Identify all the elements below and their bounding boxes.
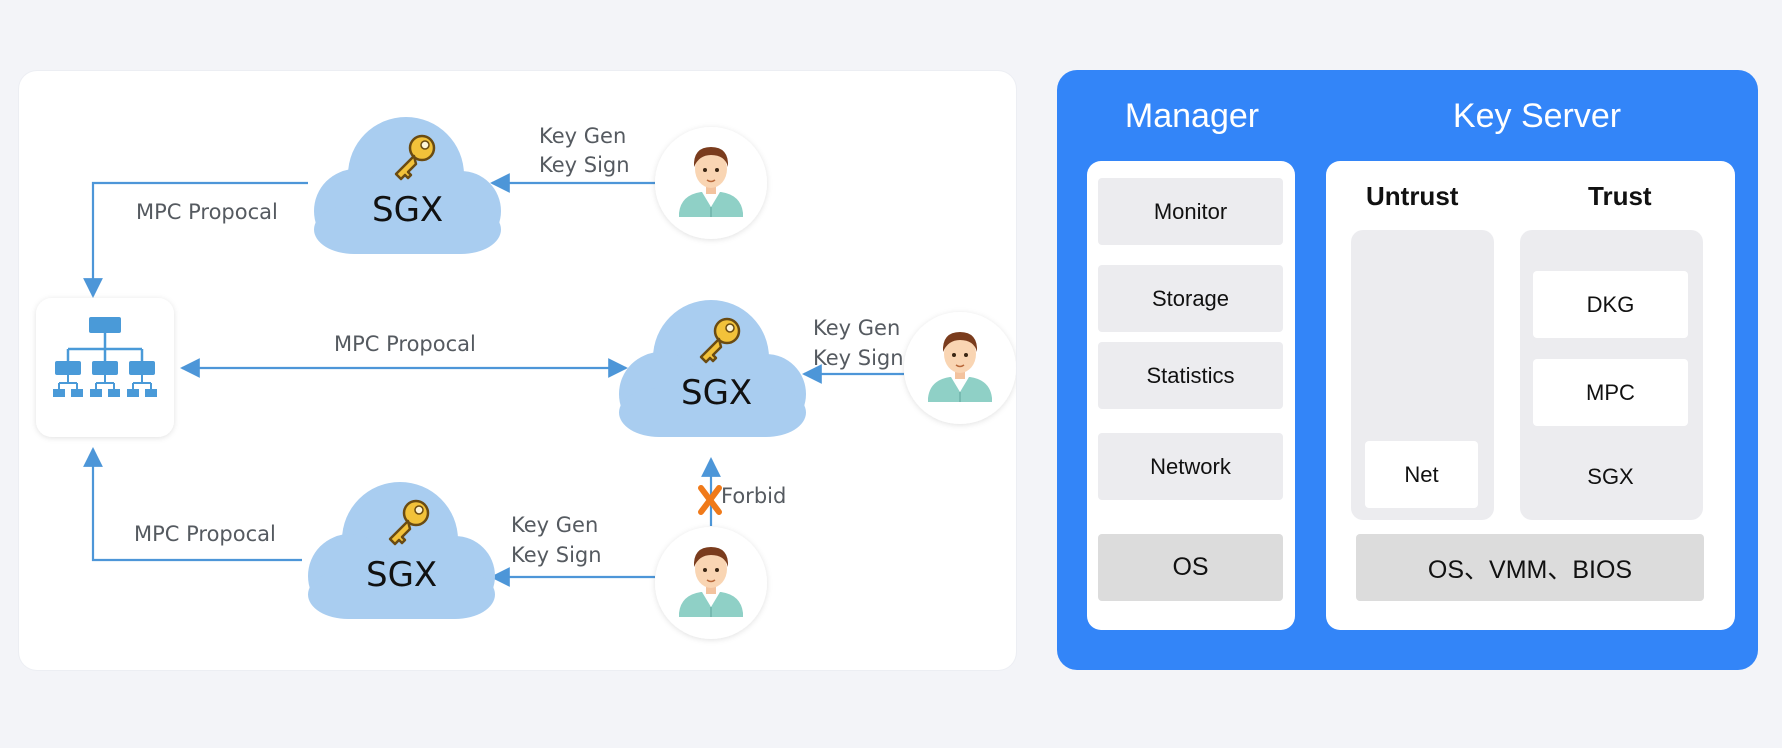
key-server-title: Key Server — [1452, 97, 1622, 135]
network-node[interactable] — [36, 298, 174, 437]
trust-title: Trust — [1588, 181, 1652, 211]
storage-module[interactable]: Storage — [1098, 265, 1283, 332]
middle-mpc-label: MPC Propocal — [334, 332, 476, 356]
forbid-cross-icon — [698, 485, 722, 515]
top-key-sign-label: Key Sign — [539, 153, 630, 177]
sgx-cloud-bottom[interactable] — [308, 482, 495, 619]
statistics-module[interactable]: Statistics — [1098, 342, 1283, 409]
untrust-title: Untrust — [1366, 181, 1459, 211]
manager-os-layer[interactable]: OS — [1098, 534, 1283, 601]
key-server-card: Untrust Trust Net DKG MPC SGX OS、VMM、BIO… — [1326, 161, 1735, 630]
bottom-mpc-line — [83, 447, 302, 562]
bottom-key-gen-label: Key Gen — [511, 513, 599, 537]
net-module[interactable]: Net — [1365, 441, 1478, 508]
untrust-zone: Net — [1351, 230, 1494, 520]
key-server-base-layer[interactable]: OS、VMM、BIOS — [1356, 534, 1704, 601]
dkg-module[interactable]: DKG — [1533, 271, 1688, 338]
middle-key-sign-label: Key Sign — [813, 346, 904, 370]
bottom-mpc-label: MPC Propocal — [134, 522, 276, 546]
trust-zone: DKG MPC SGX — [1520, 230, 1703, 520]
manager-card: Monitor Storage Statistics Network OS — [1087, 161, 1295, 630]
user-avatar-icon[interactable] — [655, 127, 767, 239]
top-mpc-label: MPC Propocal — [136, 200, 278, 224]
user-avatar-icon[interactable] — [904, 312, 1016, 424]
top-key-gen-label: Key Gen — [539, 124, 627, 148]
top-mpc-line — [83, 181, 308, 298]
manager-title: Manager — [1124, 97, 1260, 135]
user-avatar-icon[interactable] — [655, 527, 767, 639]
sgx-cloud-top[interactable] — [314, 117, 501, 254]
sgx-label-middle: SGX — [681, 373, 753, 413]
bottom-key-sign-label: Key Sign — [511, 543, 602, 567]
architecture-diagram-panel: SGX SGX SGX MPC Propocal MPC Propocal MP… — [19, 71, 1016, 670]
forbid-label: Forbid — [721, 484, 787, 508]
network-module[interactable]: Network — [1098, 433, 1283, 500]
sgx-module[interactable]: SGX — [1587, 464, 1634, 489]
mpc-module[interactable]: MPC — [1533, 359, 1688, 426]
network-hierarchy-icon — [53, 317, 157, 397]
diagram-canvas — [36, 117, 1016, 670]
sgx-label-top: SGX — [372, 190, 444, 230]
monitor-module[interactable]: Monitor — [1098, 178, 1283, 245]
sgx-cloud-middle[interactable] — [619, 300, 806, 437]
middle-key-gen-label: Key Gen — [813, 316, 901, 340]
sgx-label-bottom: SGX — [366, 555, 438, 595]
server-architecture-panel: Manager Key Server Monitor Storage Stati… — [1057, 70, 1758, 670]
